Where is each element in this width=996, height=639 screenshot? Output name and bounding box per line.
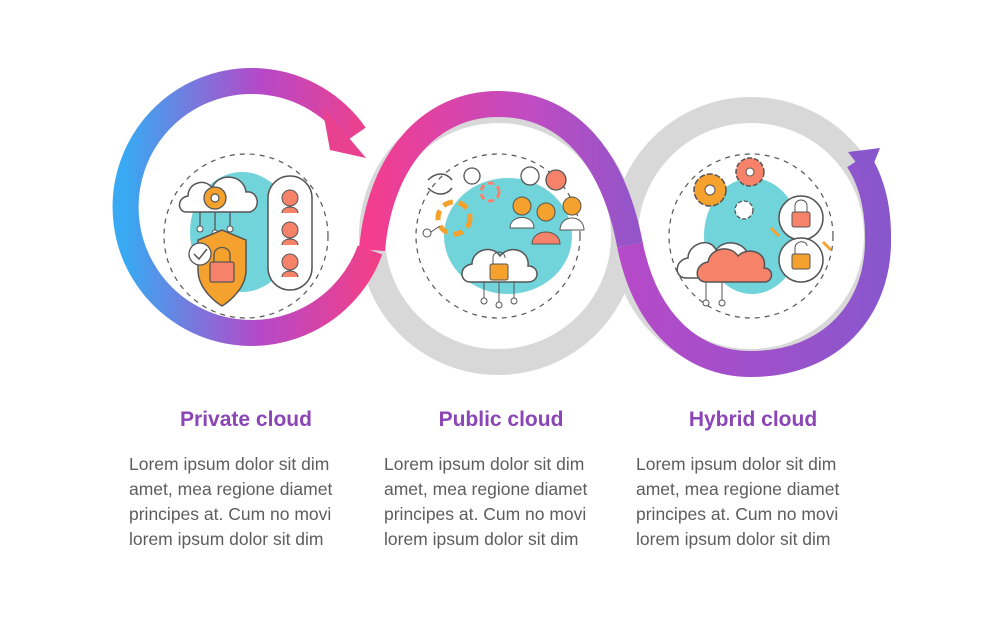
ring-hybrid <box>617 148 892 378</box>
step-hybrid: Hybrid cloud Lorem ipsum dolor sit dim a… <box>628 408 878 552</box>
step-public: Public cloud Lorem ipsum dolor sit dim a… <box>376 408 626 552</box>
step-title: Private cloud <box>180 408 312 431</box>
step-private: Private cloud Lorem ipsum dolor sit dim … <box>121 408 371 552</box>
step-description: Lorem ipsum dolor sit dim amet, mea regi… <box>384 454 588 549</box>
dashed-circle-hybrid <box>668 153 834 319</box>
ring-private <box>112 67 383 346</box>
public-cloud-icon <box>422 166 585 309</box>
step-description: Lorem ipsum dolor sit dim amet, mea regi… <box>129 454 333 549</box>
step-description: Lorem ipsum dolor sit dim amet, mea regi… <box>636 454 840 549</box>
dashed-circle-private <box>163 153 329 319</box>
dashed-circle-public <box>415 153 581 319</box>
arrow-head-hybrid <box>848 148 880 178</box>
private-cloud-icon <box>178 172 313 307</box>
process-diagram <box>112 67 892 378</box>
step-title: Public cloud <box>438 408 564 431</box>
step-title: Hybrid cloud <box>688 408 818 431</box>
arrow-head-private <box>322 106 366 158</box>
hybrid-cloud-icon <box>676 157 833 307</box>
ring-public <box>359 90 643 252</box>
